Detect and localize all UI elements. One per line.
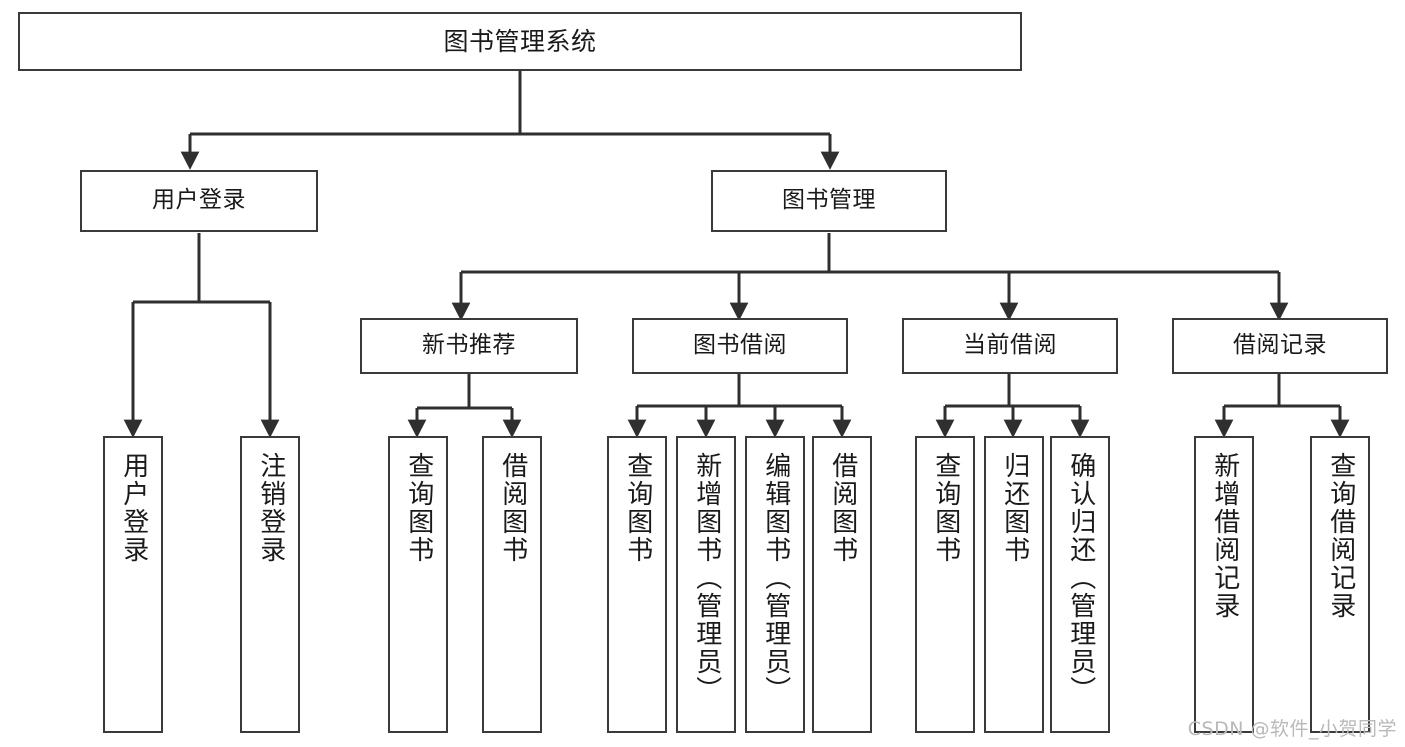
leaf-add-borrow-record[interactable]: 新增借阅记录 bbox=[1194, 436, 1254, 733]
node-label: 注销登录 bbox=[255, 452, 286, 564]
node-label: 新书推荐 bbox=[422, 332, 516, 359]
node-book-management[interactable]: 图书管理 bbox=[711, 170, 947, 232]
watermark-text: CSDN @软件_小贺同学 bbox=[1187, 718, 1397, 740]
node-book-borrow[interactable]: 图书借阅 bbox=[632, 318, 848, 374]
node-user-login[interactable]: 用户登录 bbox=[80, 170, 318, 232]
node-label: 查询借阅记录 bbox=[1325, 452, 1356, 620]
node-label: 图书借阅 bbox=[693, 332, 787, 359]
node-label: 借阅图书 bbox=[497, 452, 528, 564]
leaf-query-book-current[interactable]: 查询图书 bbox=[915, 436, 975, 733]
node-label: 新增借阅记录 bbox=[1209, 452, 1240, 620]
node-current-borrow[interactable]: 当前借阅 bbox=[902, 318, 1118, 374]
node-label: 借阅记录 bbox=[1233, 332, 1327, 359]
leaf-user-logout[interactable]: 注销登录 bbox=[240, 436, 300, 733]
leaf-user-login[interactable]: 用户登录 bbox=[103, 436, 163, 733]
node-label: 查询图书 bbox=[622, 452, 653, 564]
leaf-add-book-admin[interactable]: 新增图书（管理员） bbox=[676, 436, 736, 733]
node-label: 编辑图书（管理员） bbox=[760, 452, 791, 704]
leaf-query-borrow-record[interactable]: 查询借阅记录 bbox=[1310, 436, 1370, 733]
node-label: 图书管理 bbox=[782, 187, 876, 214]
node-label: 图书管理系统 bbox=[443, 26, 597, 56]
leaf-confirm-return-admin[interactable]: 确认归还（管理员） bbox=[1050, 436, 1110, 733]
node-label: 归还图书 bbox=[999, 452, 1030, 564]
leaf-borrow-book[interactable]: 借阅图书 bbox=[812, 436, 872, 733]
leaf-edit-book-admin[interactable]: 编辑图书（管理员） bbox=[745, 436, 805, 733]
leaf-query-book-recommend[interactable]: 查询图书 bbox=[388, 436, 448, 733]
node-new-book-recommend[interactable]: 新书推荐 bbox=[360, 318, 578, 374]
leaf-borrow-book-recommend[interactable]: 借阅图书 bbox=[482, 436, 542, 733]
leaf-return-book[interactable]: 归还图书 bbox=[984, 436, 1044, 733]
node-label: 查询图书 bbox=[403, 452, 434, 564]
node-label: 用户登录 bbox=[152, 187, 246, 214]
leaf-query-book-borrow[interactable]: 查询图书 bbox=[607, 436, 667, 733]
node-label: 查询图书 bbox=[930, 452, 961, 564]
node-label: 借阅图书 bbox=[827, 452, 858, 564]
node-borrow-record[interactable]: 借阅记录 bbox=[1172, 318, 1388, 374]
node-root-system[interactable]: 图书管理系统 bbox=[18, 12, 1022, 71]
node-label: 当前借阅 bbox=[963, 332, 1057, 359]
node-label: 用户登录 bbox=[118, 452, 149, 564]
node-label: 确认归还（管理员） bbox=[1065, 452, 1096, 704]
node-label: 新增图书（管理员） bbox=[691, 452, 722, 704]
